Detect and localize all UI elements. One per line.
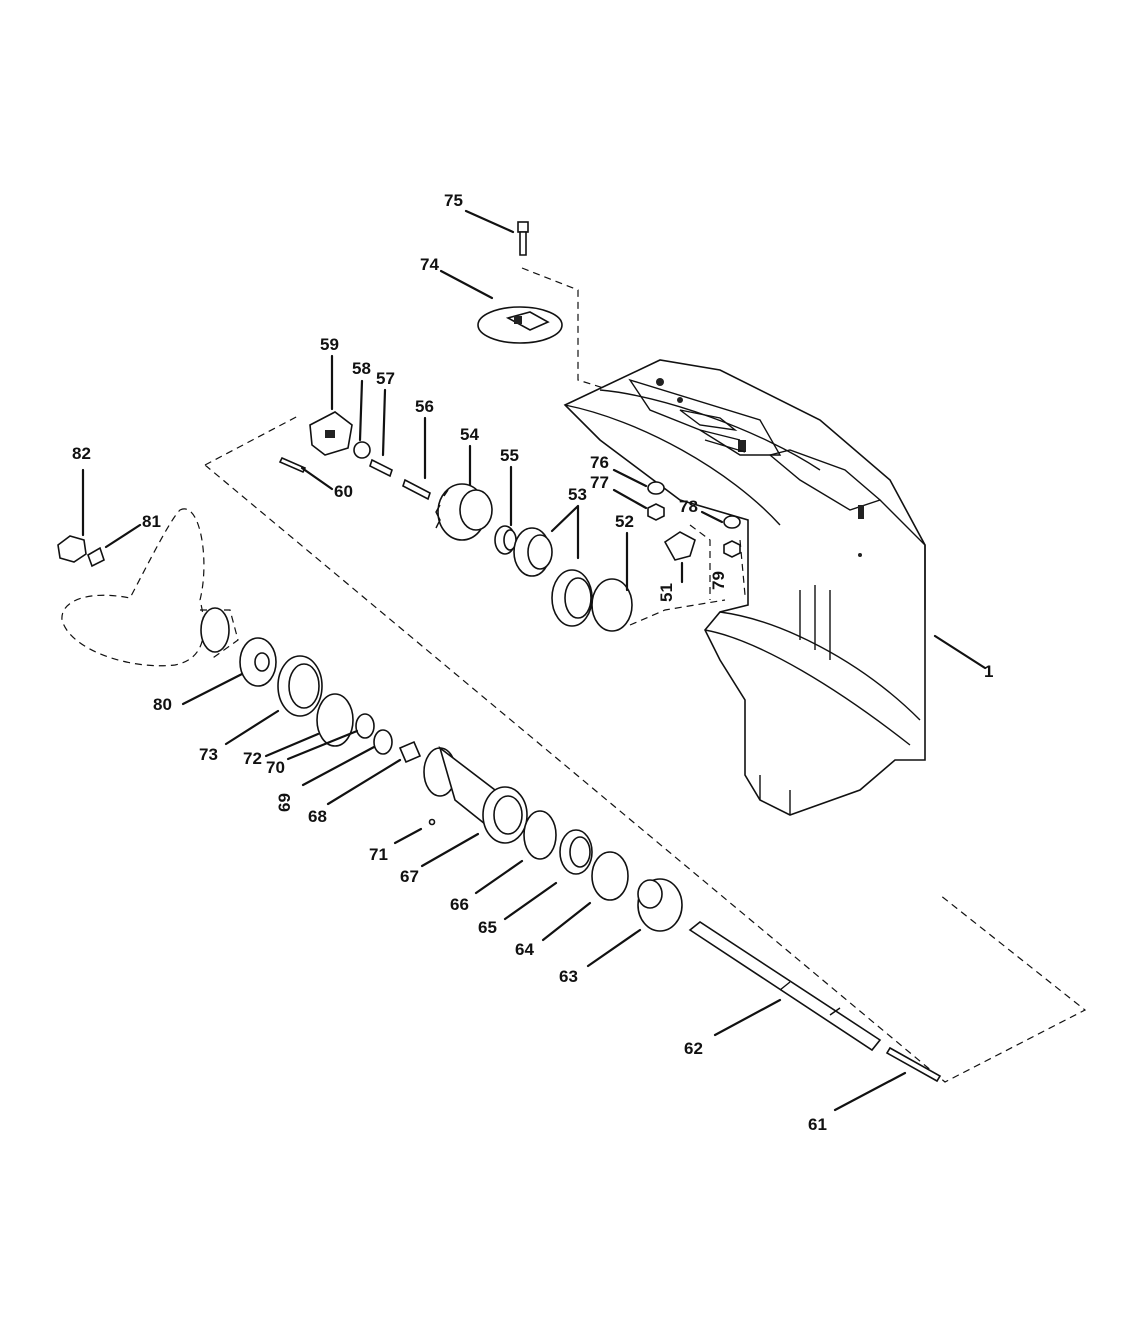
propeller-phantom xyxy=(61,508,239,667)
needle-bearing-68 xyxy=(398,740,422,764)
washer-76 xyxy=(647,481,665,495)
propeller-shaft-62 xyxy=(688,921,882,1052)
o-ring-66 xyxy=(523,810,557,860)
thrust-hub-80 xyxy=(239,637,277,687)
assembly-guide-line-main xyxy=(204,414,1087,1083)
thrust-washer-64 xyxy=(591,851,629,901)
label-81: 81 xyxy=(142,512,161,531)
oil-seal-69 xyxy=(373,729,393,755)
label-80: 80 xyxy=(153,695,172,714)
label-68: 68 xyxy=(308,807,327,826)
reverse-gear-shift-cam-59 xyxy=(309,411,353,456)
shim-52 xyxy=(591,578,633,632)
label-52: 52 xyxy=(615,512,634,531)
label-58: 58 xyxy=(352,359,371,378)
label-53: 53 xyxy=(568,485,587,504)
tapered-bearing-65 xyxy=(559,829,593,875)
label-74: 74 xyxy=(420,255,439,274)
label-70: 70 xyxy=(266,758,285,777)
detent-spring-57 xyxy=(369,458,393,478)
label-61: 61 xyxy=(808,1115,827,1134)
label-63: 63 xyxy=(559,967,578,986)
trim-tab-anode-74 xyxy=(477,306,563,344)
label-77: 77 xyxy=(590,473,609,492)
label-59: 59 xyxy=(320,335,339,354)
carrier-pin-71 xyxy=(428,818,436,826)
label-79: 79 xyxy=(709,571,728,590)
label-72: 72 xyxy=(243,749,262,768)
tapered-roller-bearing-53 xyxy=(513,527,593,627)
anode-screw-75 xyxy=(517,221,529,256)
tab-washer-81 xyxy=(87,546,105,568)
tab-washer-72 xyxy=(316,693,354,747)
label-67: 67 xyxy=(400,867,419,886)
forward-gear-54 xyxy=(435,483,493,541)
oil-seal-70 xyxy=(355,713,375,739)
washer-78 xyxy=(723,515,741,529)
cross-pin-60 xyxy=(278,456,307,474)
label-73: 73 xyxy=(199,745,218,764)
bearing-carrier-67 xyxy=(423,745,528,844)
label-62: 62 xyxy=(684,1039,703,1058)
label-71: 71 xyxy=(369,845,388,864)
reverse-gear-63 xyxy=(637,878,683,932)
nut-77 xyxy=(647,503,665,521)
propeller-nut-82 xyxy=(57,535,87,563)
nut-79 xyxy=(723,540,741,558)
label-75: 75 xyxy=(444,191,463,210)
roller-bearing-55 xyxy=(494,525,517,555)
label-64: 64 xyxy=(515,940,534,959)
part-labels: 75 74 59 58 57 56 54 55 53 52 76 77 78 7… xyxy=(72,191,993,1134)
label-56: 56 xyxy=(415,397,434,416)
label-76: 76 xyxy=(590,453,609,472)
label-57: 57 xyxy=(376,369,395,388)
label-82: 82 xyxy=(72,444,91,463)
assembly-guide-line-top xyxy=(521,267,611,391)
label-55: 55 xyxy=(500,446,519,465)
cam-follower-56 xyxy=(402,478,431,501)
label-65: 65 xyxy=(478,918,497,937)
label-1: 1 xyxy=(984,662,993,681)
label-51: 51 xyxy=(657,583,676,602)
label-54: 54 xyxy=(460,425,479,444)
leader-lines xyxy=(81,209,987,1112)
label-78: 78 xyxy=(679,497,698,516)
gearcase-housing xyxy=(563,359,926,816)
label-66: 66 xyxy=(450,895,469,914)
anode-51 xyxy=(663,531,696,561)
shift-spring-61 xyxy=(885,1046,942,1083)
assembly-guide-line-right xyxy=(689,524,746,600)
label-60: 60 xyxy=(334,482,353,501)
cross-pin-retainer-58 xyxy=(353,441,371,459)
label-69: 69 xyxy=(275,793,294,812)
retainer-ring-73 xyxy=(277,655,323,717)
